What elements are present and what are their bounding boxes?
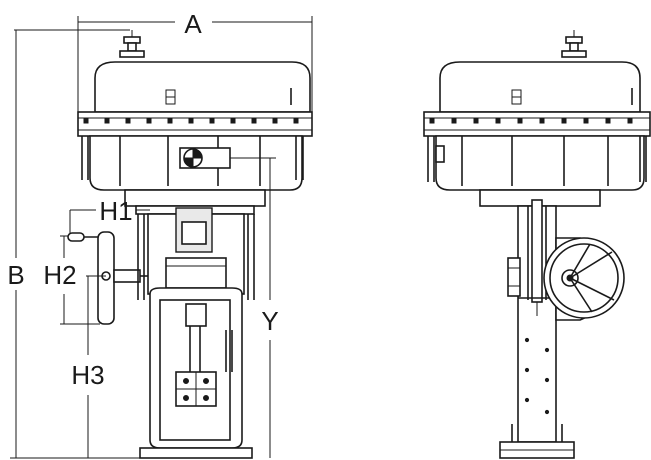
front-nameplate: [165, 89, 176, 105]
front-vent-knob: [119, 30, 145, 58]
label-h1: H1: [99, 196, 132, 226]
side-left-motor: [507, 257, 521, 297]
front-flange: [77, 111, 313, 137]
dimension-lines: [10, 16, 313, 459]
dimension-labels: A B Y H1 H2 H3: [7, 9, 278, 390]
front-housing-ribs: [81, 136, 304, 186]
front-neck-plate: [124, 189, 266, 207]
side-vent-knob: [561, 30, 587, 58]
side-nameplate: [511, 89, 522, 105]
label-b: B: [7, 260, 24, 290]
side-flange-bolts: [429, 118, 633, 124]
side-column-holes: [524, 337, 550, 415]
side-housing-ribs: [427, 136, 647, 186]
terminal-block: [175, 371, 217, 407]
side-view: [423, 30, 651, 459]
front-base: [139, 447, 253, 459]
side-handwheel: [543, 237, 625, 321]
side-flange: [423, 111, 651, 137]
front-upper-housing: [94, 61, 311, 113]
label-h3: H3: [71, 360, 104, 390]
side-upper-housing: [439, 61, 641, 113]
handwheel: [67, 231, 148, 325]
front-flange-bolts: [83, 118, 299, 124]
label-y: Y: [261, 306, 278, 336]
front-view: [67, 30, 313, 459]
position-indicator: [179, 147, 231, 169]
label-a: A: [184, 9, 202, 39]
side-lower-housing: [435, 135, 645, 191]
label-h2: H2: [43, 260, 76, 290]
